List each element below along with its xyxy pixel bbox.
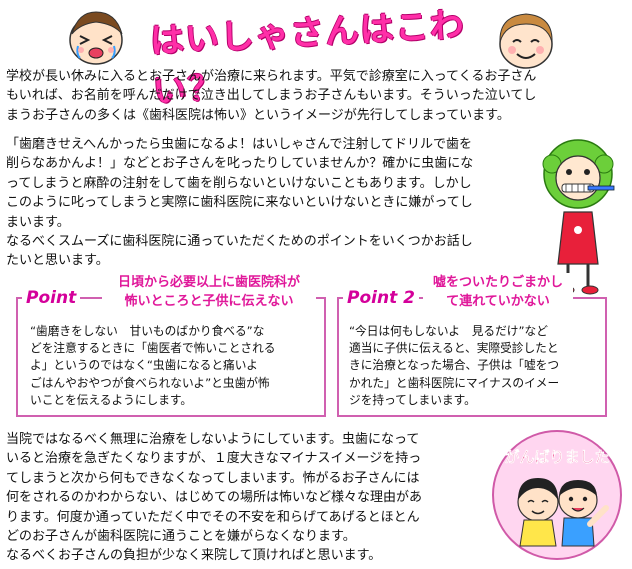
ganbarimashita-badge-icon: がんばりました bbox=[492, 430, 622, 560]
point-1-heading: 日頃から必要以上に歯医院科が 怖いところと子供に伝えない bbox=[102, 273, 316, 311]
point-box-2: Point 2 嘘をついたりごまかし て連れていかない “今日は何もしないよ 見… bbox=[337, 273, 607, 417]
badge-text: がんばりました bbox=[504, 448, 609, 466]
closing-paragraph: 当院ではなるべく無理に治療をしないようにしています。虫歯になって いると治療を急… bbox=[6, 432, 423, 564]
point-1-body: “歯磨きをしない 甘いものばかり食べる”な どを注意するときに「歯医者で怖いこと… bbox=[30, 324, 276, 407]
intro-paragraph: 学校が長い休みに入るとお子さんが治療に来られます。平気で診療室に入ってくるお子さ… bbox=[6, 69, 537, 123]
point-2-heading: 嘘をついたりごまかし て連れていかない bbox=[423, 273, 573, 311]
smiling-child-icon bbox=[499, 13, 553, 69]
point-2-body: “今日は何もしないよ 見るだけ”など 適当に子供に伝えると、実際受診したと きに… bbox=[349, 324, 560, 407]
scolding-paragraph: 「歯磨きせえへんかったら虫歯になるよ！はいしゃさんで注射してドリルで歯を 削らな… bbox=[6, 137, 474, 269]
page-title: はいしゃさんはこわい？ bbox=[149, 5, 466, 112]
point-2-label: Point 2 bbox=[343, 288, 419, 308]
point-box-1: Point 日頃から必要以上に歯医院科が 怖いところと子供に伝えない “歯磨きを… bbox=[16, 273, 326, 417]
crying-child-icon bbox=[69, 11, 123, 65]
point-1-label: Point bbox=[22, 288, 81, 308]
